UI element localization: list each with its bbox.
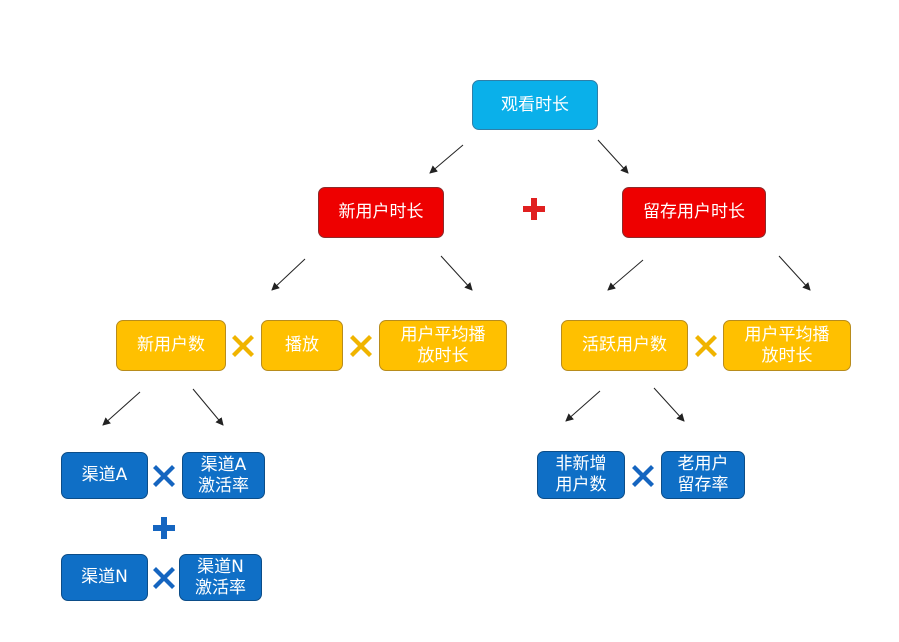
- node-old-user-retention-rate: 老用户 留存率: [661, 451, 745, 499]
- node-avg-play-duration-left: 用户平均播 放时长: [379, 320, 507, 371]
- node-channel-n-activation-rate: 渠道N 激活率: [179, 554, 262, 601]
- node-play: 播放: [261, 320, 343, 371]
- arrow-icon: [597, 139, 629, 174]
- node-new-users: 新用户数: [116, 320, 226, 371]
- root-node-watch-duration: 观看时长: [472, 80, 598, 130]
- multiply-icon: [232, 335, 254, 357]
- arrow-icon: [653, 387, 685, 422]
- multiply-icon: [695, 335, 717, 357]
- node-active-users: 活跃用户数: [561, 320, 688, 371]
- node-channel-n: 渠道N: [61, 554, 148, 601]
- node-retained-user-duration: 留存用户时长: [622, 187, 766, 238]
- arrow-icon: [102, 391, 141, 426]
- arrow-icon: [607, 259, 644, 291]
- multiply-icon: [153, 567, 175, 589]
- node-channel-a-activation-rate: 渠道A 激活率: [182, 452, 265, 499]
- multiply-icon: [153, 465, 175, 487]
- node-new-user-duration: 新用户时长: [318, 187, 444, 238]
- arrow-icon: [429, 144, 464, 174]
- arrow-icon: [565, 390, 601, 422]
- node-channel-a: 渠道A: [61, 452, 148, 499]
- plus-icon: [523, 198, 545, 220]
- arrow-icon: [192, 388, 224, 426]
- multiply-icon: [632, 465, 654, 487]
- node-non-new-users: 非新增 用户数: [537, 451, 625, 499]
- arrow-icon: [778, 255, 811, 291]
- arrow-icon: [440, 255, 473, 291]
- plus-icon: [153, 517, 175, 539]
- multiply-icon: [350, 335, 372, 357]
- arrow-icon: [271, 258, 306, 291]
- node-avg-play-duration-right: 用户平均播 放时长: [723, 320, 851, 371]
